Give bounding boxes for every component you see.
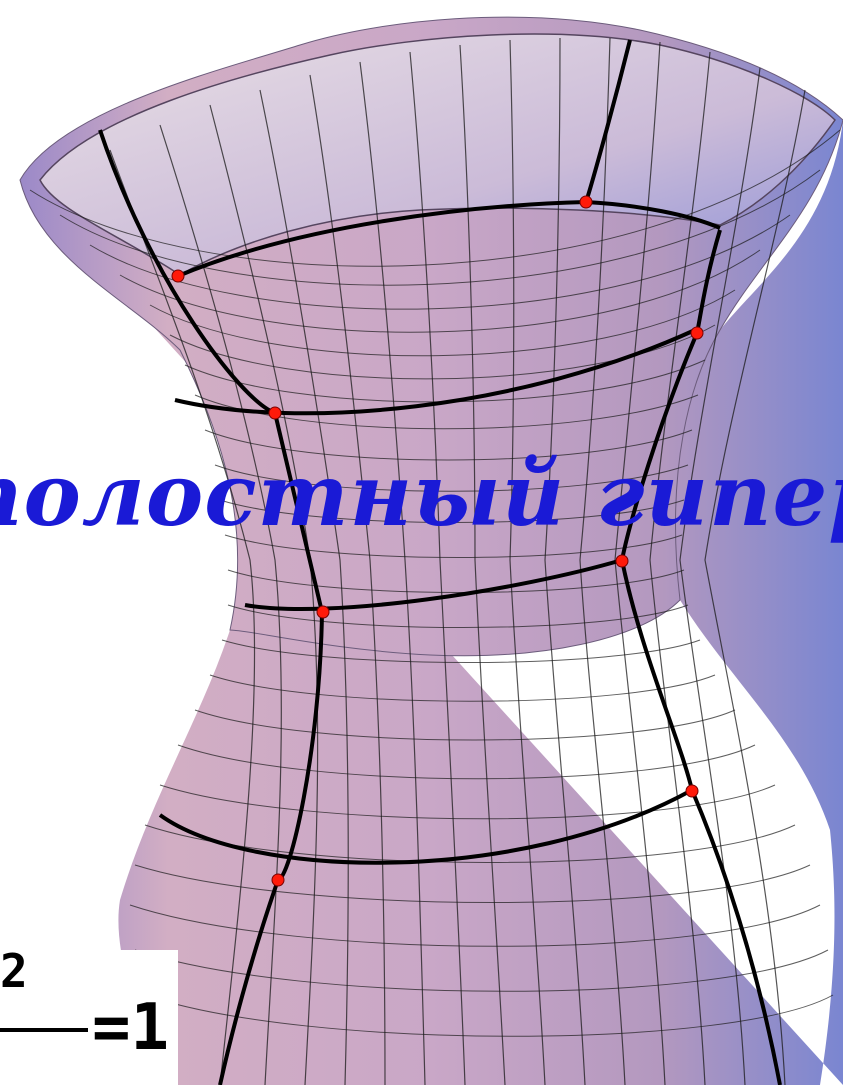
marked-points [171, 195, 704, 887]
red-dot-icon [685, 784, 699, 798]
red-dot-icon [579, 195, 593, 209]
red-dot-icon [171, 269, 185, 283]
fraction-bar [0, 1028, 88, 1032]
rhs-value: 1 [130, 991, 170, 1065]
red-dot-icon [271, 873, 285, 887]
red-dot-icon [615, 554, 629, 568]
formula-equation-rhs: =1 [92, 996, 169, 1060]
formula-exponent: 2 [0, 944, 28, 998]
red-dot-icon [690, 326, 704, 340]
equals-sign: = [92, 991, 131, 1065]
red-dot-icon [316, 605, 330, 619]
formula-fragment: 2 =1 [0, 944, 178, 1085]
red-dot-icon [268, 406, 282, 420]
highlight-lines [98, 39, 782, 1085]
surface-inner [39, 33, 836, 276]
title: полостный гипербо [0, 445, 843, 546]
